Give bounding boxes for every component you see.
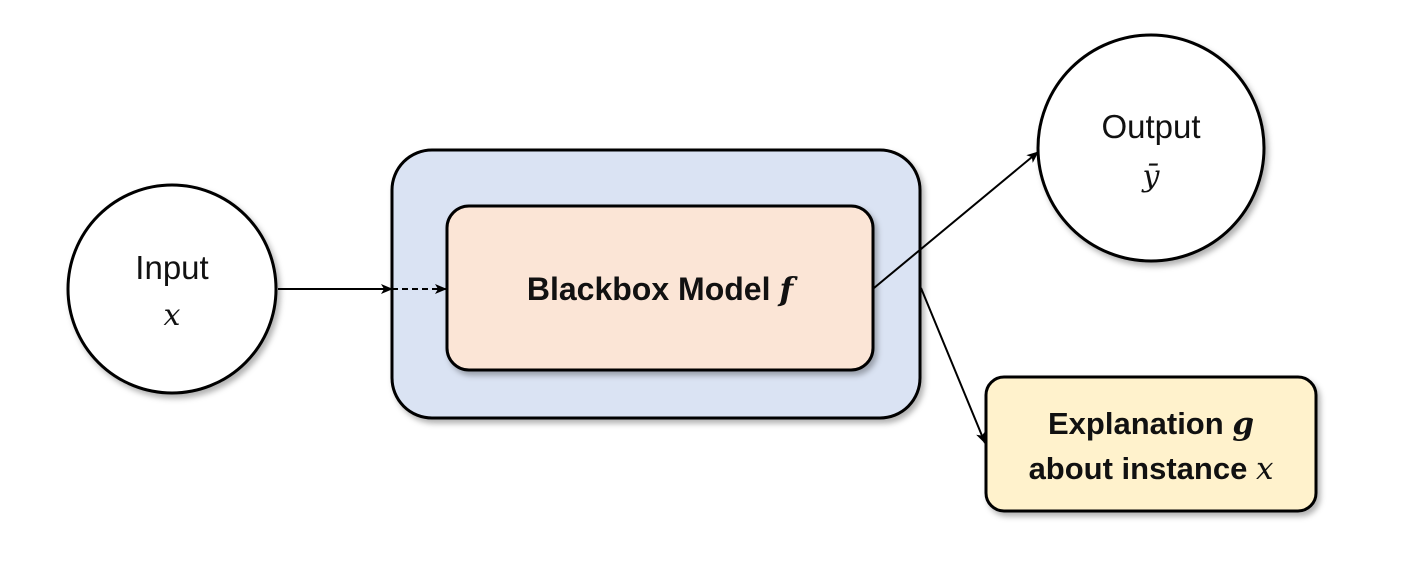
- explanation-line1: Explanation g: [1048, 406, 1254, 442]
- model-symbol: f: [777, 270, 798, 308]
- model-title: Blackbox Model f: [527, 270, 799, 308]
- explanation-node: Explanation g about instance x: [984, 375, 1318, 513]
- input-node: Input x: [66, 183, 278, 395]
- model-node: Blackbox Model f: [445, 204, 875, 372]
- output-symbol: ȳ: [1141, 159, 1161, 194]
- explanation-line2-symbol: x: [1256, 451, 1274, 487]
- model-to-explanation-arrow: [920, 287, 986, 444]
- model-box: [445, 204, 875, 372]
- output-circle: [1036, 33, 1266, 263]
- input-circle: [66, 183, 278, 395]
- explanation-line1-text: Explanation: [1048, 406, 1224, 441]
- model-to-output-arrow: [873, 151, 1039, 289]
- input-label: Input: [135, 249, 208, 286]
- input-symbol: x: [164, 298, 181, 333]
- output-node: Output ȳ: [1036, 33, 1266, 263]
- explanation-line2: about instance x: [1029, 451, 1274, 487]
- explanation-line1-symbol: g: [1232, 406, 1254, 442]
- output-label: Output: [1101, 108, 1200, 145]
- explanation-line2-text: about instance: [1029, 451, 1248, 486]
- model-label: Blackbox Model: [527, 271, 771, 307]
- explanation-box: [984, 375, 1318, 513]
